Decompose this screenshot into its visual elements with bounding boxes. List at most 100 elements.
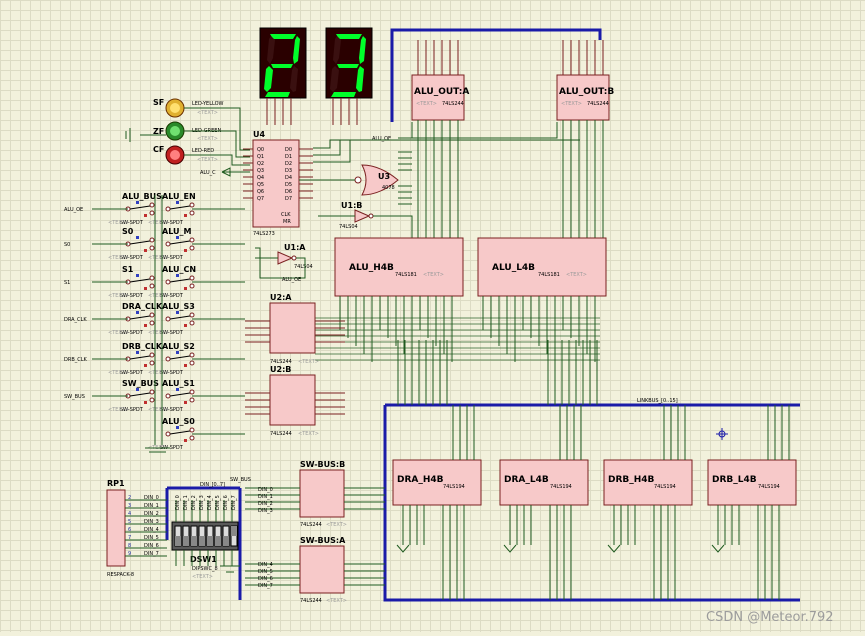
segment-f (333, 36, 341, 64)
switch-type: SW-SPDT (120, 293, 144, 299)
led-cf[interactable]: CF LED-RED <TEXT> (153, 145, 218, 165)
segment-c (356, 66, 364, 92)
chip-u4-ref: U4 (253, 130, 265, 139)
segment-b (359, 36, 366, 64)
chip-alu-h4b[interactable]: ALU_H4B 74LS181 <TEXT> (334, 237, 464, 297)
chip-swbus-b-part: 74LS244 (300, 522, 322, 528)
chip-u2a-part: 74LS244 (270, 359, 292, 365)
rp1-pin-number: 4 (128, 511, 131, 517)
net-alu-oe-1: ALU_OE (372, 136, 391, 142)
chip-swbus-a-part: 74LS244 (300, 598, 322, 604)
led-cf-ref: CF (153, 145, 164, 154)
segment-a (336, 34, 362, 39)
u4-d-pin-label: D0 (285, 147, 292, 153)
chip-drb-l4b[interactable]: DRB_L4B 74LS194 (707, 459, 797, 506)
switch-type: SW-SPDT (160, 330, 184, 336)
chip-drb-h4b[interactable]: DRB_H4B 74LS194 (603, 459, 693, 506)
switch-label: ALU_S1 (162, 379, 195, 388)
chip-alu-out-a-ref: ALU_OUT:A (414, 87, 469, 97)
switch-type: SW-SPDT (160, 407, 184, 413)
crosshair-icon (716, 428, 728, 440)
switch-text: <TEXT> (148, 220, 169, 226)
chip-alu-l4b-text: <TEXT> (566, 272, 587, 278)
u2-pin-wires (245, 320, 345, 415)
chip-dra-l4b[interactable]: DRA_L4B 74LS194 (499, 459, 589, 506)
dip-switch-ref: DSW1 (190, 555, 217, 564)
dip-switch-dsw1[interactable]: DSW1 DIPSWC_8 <TEXT> (171, 521, 239, 580)
gate-u1a[interactable]: U1:A 74LS04 (277, 243, 313, 270)
switch-label: SW_BUS (122, 379, 159, 388)
chip-u2a[interactable]: U2:A 74LS244 <TEXT> (269, 293, 319, 365)
switch-label: ALU_S0 (162, 417, 195, 426)
u4-d-pin-label: D3 (285, 168, 292, 174)
seven-segment-display-2 (325, 27, 373, 99)
chip-dra-h4b[interactable]: DRA_H4B 74LS194 (392, 459, 482, 506)
chip-u4-clk: CLK (281, 212, 291, 218)
led-cf-name: LED-RED (192, 148, 214, 154)
chip-rp1[interactable]: RP1 RESPACK-8 (106, 479, 134, 578)
rp1-pin-number: 5 (128, 519, 131, 525)
din-net-label: DIN_0 (258, 487, 273, 493)
chip-u2b[interactable]: U2:B 74LS244 <TEXT> (269, 365, 319, 437)
led-sf[interactable]: SF LED-YELLOW <TEXT> (153, 98, 224, 118)
switch-type: SW-SPDT (120, 255, 144, 261)
rp1-pin-number: 3 (128, 503, 131, 509)
gate-u1a-ref: U1:A (284, 243, 306, 252)
chip-swbus-b-text: <TEXT> (326, 522, 347, 528)
dip-switch-text: <TEXT> (192, 574, 213, 580)
chip-swbus-b[interactable]: SW-BUS:B 74LS244 <TEXT> (299, 460, 347, 528)
chip-rp1-ref: RP1 (107, 479, 125, 488)
chip-u2a-text: <TEXT> (298, 359, 319, 365)
switch-text: <TEXT> (108, 370, 129, 376)
switch-net-label: DRB_CLK (64, 357, 88, 363)
led-zf[interactable]: ZF LED-GREEN <TEXT> (153, 121, 221, 142)
u4-q-pin-label: Q2 (257, 161, 264, 167)
u4-q-pin-label: Q1 (257, 154, 264, 160)
switch-net-label: S0 (64, 242, 70, 248)
segment-b (293, 36, 300, 64)
segment-f (267, 36, 275, 64)
led-zf-ref: ZF (153, 127, 164, 136)
u4-d-pin-label: D4 (285, 175, 292, 181)
chip-swbus-a[interactable]: SW-BUS:A 74LS244 <TEXT> (299, 536, 347, 604)
segment-d (331, 92, 356, 97)
gate-u3[interactable]: U3 4078 (354, 164, 399, 196)
u4-q-pin-label: Q6 (257, 189, 264, 195)
u4-d-pin-label: D6 (285, 189, 292, 195)
chip-dra-h4b-ref: DRA_H4B (397, 475, 444, 485)
segment-e (264, 66, 273, 92)
chip-alu-h4b-part: 74LS181 (395, 272, 417, 278)
rp1-net-label: DIN_5 (144, 535, 159, 541)
u4-q-pin-label: Q7 (257, 196, 264, 202)
dip-net-label: DIN_7 (231, 495, 237, 510)
rp1-pin-number: 6 (128, 527, 131, 533)
switch-text: <TEXT> (148, 407, 169, 413)
switch-text: <TEXT> (108, 255, 129, 261)
bus-lines (165, 28, 800, 602)
chip-alu-l4b-part: 74LS181 (538, 272, 560, 278)
switch-text: <TEXT> (148, 255, 169, 261)
gate-u1b-part: 74LS04 (339, 224, 358, 230)
u4-q-pin-label: Q4 (257, 175, 264, 181)
chip-alu-out-b[interactable]: ALU_OUT:B 74LS244 <TEXT> (556, 74, 614, 121)
chip-u2a-ref: U2:A (270, 293, 292, 302)
net-sw-bus: SW_BUS (230, 477, 251, 483)
switch-type: SW-SPDT (160, 445, 184, 451)
chip-alu-l4b[interactable]: ALU_L4B 74LS181 <TEXT> (477, 237, 607, 297)
display-bus-pins (266, 98, 358, 125)
switch-alu-m[interactable]: ALU_MSW-SPDT<TEXT> (148, 227, 195, 261)
switch-label: DRB_CLK (122, 342, 163, 351)
net-din: DIN_[0..7] (200, 482, 225, 488)
chip-alu-out-a[interactable]: ALU_OUT:A 74LS244 <TEXT> (411, 74, 469, 121)
